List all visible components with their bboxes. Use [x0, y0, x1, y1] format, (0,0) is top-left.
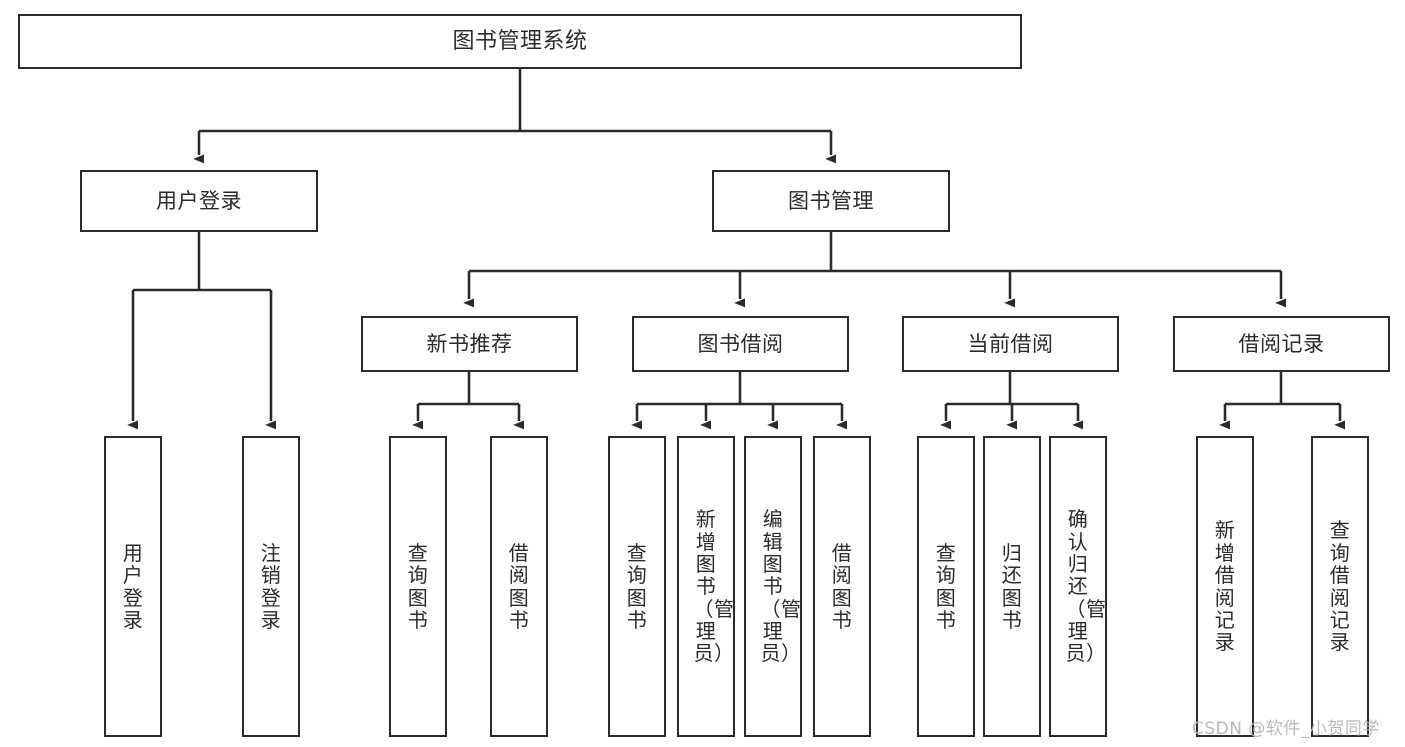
- csdn-watermark: CSDN @软件_小贺同学: [1192, 719, 1380, 739]
- leaf-user-login-logout[interactable]: 注销登录: [242, 436, 300, 737]
- node-label: 查询借阅记录: [1329, 518, 1351, 655]
- node-label: 新增图书（管理员）: [693, 507, 735, 666]
- node-book-borrowing[interactable]: 图书借阅: [632, 316, 849, 372]
- leaf-record-query-borrow-record[interactable]: 查询借阅记录: [1311, 436, 1369, 737]
- leaf-current-return-books[interactable]: 归还图书: [983, 436, 1041, 737]
- node-label: 查询图书: [407, 540, 429, 632]
- leaf-new-book-borrow-books[interactable]: 借阅图书: [490, 436, 548, 737]
- node-label: 借阅图书: [831, 540, 853, 632]
- node-label: 归还图书: [1001, 540, 1023, 632]
- node-label: 借阅记录: [1238, 331, 1325, 356]
- node-root-book-management-system[interactable]: 图书管理系统: [18, 14, 1022, 69]
- node-book-management[interactable]: 图书管理: [712, 170, 950, 232]
- leaf-borrow-borrow-books[interactable]: 借阅图书: [813, 436, 871, 737]
- leaf-record-add-borrow-record[interactable]: 新增借阅记录: [1196, 436, 1254, 737]
- node-current-borrowing[interactable]: 当前借阅: [902, 316, 1119, 372]
- node-borrowing-records[interactable]: 借阅记录: [1173, 316, 1390, 372]
- node-label: 查询图书: [626, 540, 648, 632]
- node-label: 确认归还（管理员）: [1065, 507, 1107, 666]
- leaf-current-confirm-return-admin[interactable]: 确认归还（管理员）: [1049, 436, 1107, 737]
- node-label: 图书管理: [788, 188, 874, 213]
- node-label: 注销登录: [260, 540, 282, 632]
- node-label: 新增借阅记录: [1214, 518, 1236, 655]
- node-label: 图书借阅: [697, 331, 784, 356]
- leaf-current-query-books[interactable]: 查询图书: [917, 436, 975, 737]
- node-label: 借阅图书: [508, 540, 530, 632]
- leaf-borrow-query-books[interactable]: 查询图书: [608, 436, 666, 737]
- node-label: 查询图书: [935, 540, 957, 632]
- leaf-user-login-login[interactable]: 用户登录: [104, 436, 162, 737]
- node-label: 当前借阅: [967, 331, 1054, 356]
- node-user-login[interactable]: 用户登录: [80, 170, 318, 232]
- node-label: 用户登录: [156, 188, 242, 213]
- node-new-book-recommendation[interactable]: 新书推荐: [361, 316, 578, 372]
- node-label: 编辑图书（管理员）: [760, 507, 802, 666]
- node-label: 用户登录: [122, 540, 144, 632]
- node-label: 新书推荐: [426, 331, 513, 356]
- leaf-borrow-add-book-admin[interactable]: 新增图书（管理员）: [677, 436, 735, 737]
- leaf-new-book-query-books[interactable]: 查询图书: [389, 436, 447, 737]
- node-label: 图书管理系统: [452, 28, 588, 54]
- leaf-borrow-edit-book-admin[interactable]: 编辑图书（管理员）: [744, 436, 802, 737]
